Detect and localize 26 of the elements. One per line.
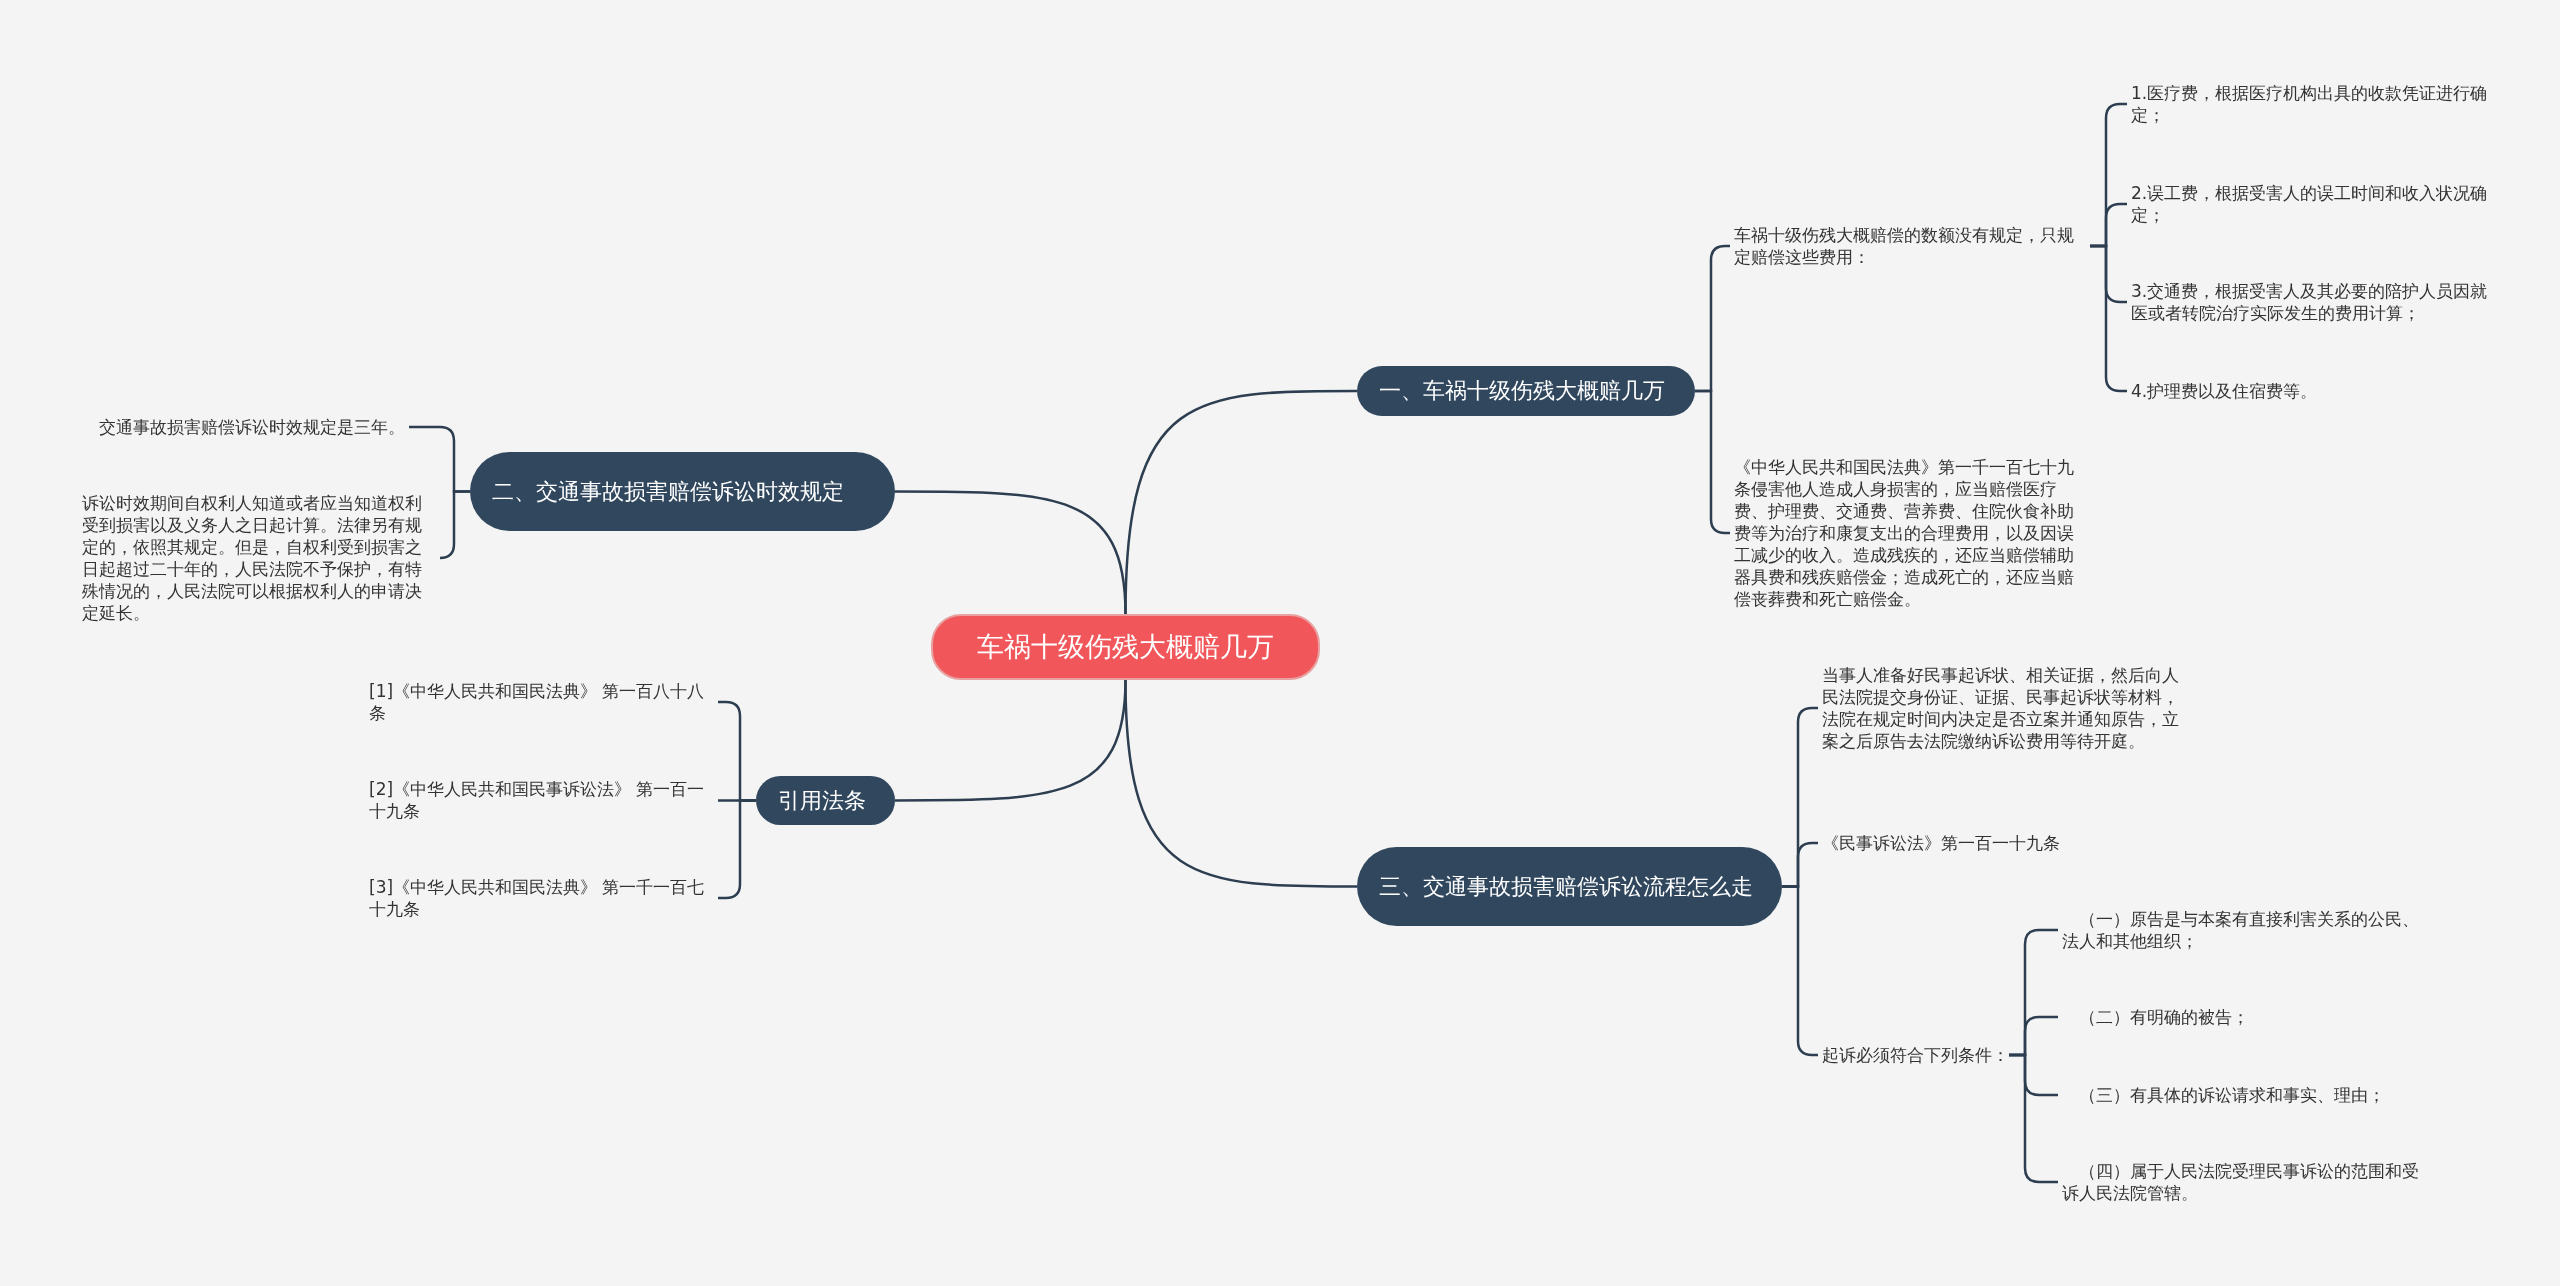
- topic-text: （一）原告是与本案有直接利害关系的公民、法人和其他组织；: [2062, 908, 2432, 952]
- topic-box: 引用法条: [756, 776, 895, 825]
- topic-text: [2]《中华人民共和国民事诉讼法》 第一百一十九条: [369, 778, 714, 822]
- topic-text: 诉讼时效期间自权利人知道或者应当知道权利受到损害以及义务人之日起计算。法律另有规定的，依照其规定。但是，自权利受到损害之日起超过二十年的，人民法院不予保护，有特殊情况的，人民法院可以根据权利人的申请决定延长。: [82, 492, 438, 624]
- topic-text: 起诉必须符合下列条件：: [1822, 1044, 2009, 1066]
- topic-text: [3]《中华人民共和国民法典》 第一千一百七十九条: [369, 876, 714, 920]
- topic-box: 一、车祸十级伤残大概赔几万: [1357, 366, 1695, 416]
- connector-line: [895, 490, 1127, 615]
- connector-line: [1124, 679, 1357, 888]
- topic-box: 二、交通事故损害赔偿诉讼时效规定: [470, 452, 895, 531]
- connector-line: [438, 490, 470, 560]
- topic-text: 车祸十级伤残大概赔偿的数额没有规定，只规定赔偿这些费用：: [1734, 224, 2090, 268]
- topic-text: 《中华人民共和国民法典》第一千一百七十九条侵害他人造成人身损害的，应当赔偿医疗费、护理费、交通费、营养费、住院伙食补助费等为治疗和康复支出的合理费用，以及因误工减少的收入。造成残疾的，还应当赔偿辅助器具费和残疾赔偿金；造成死亡的，还应当赔偿丧葬费和死亡赔偿金。: [1734, 456, 2090, 610]
- topic-text: （四）属于人民法院受理民事诉讼的范围和受诉人民法院管辖。: [2062, 1160, 2432, 1204]
- topic-text: 交通事故损害赔偿诉讼时效规定是三年。: [82, 416, 405, 438]
- topic-text: 4.护理费以及住宿费等。: [2131, 380, 2318, 402]
- topic-box: 三、交通事故损害赔偿诉讼流程怎么走: [1357, 847, 1782, 926]
- topic-text: 3.交通费，根据受害人及其必要的陪护人员因就医或者转院治疗实际发生的费用计算；: [2131, 280, 2491, 324]
- topic-text: 1.医疗费，根据医疗机构出具的收款凭证进行确定；: [2131, 82, 2491, 126]
- topic-text: （二）有明确的被告；: [2062, 1006, 2249, 1028]
- topic-text: [1]《中华人民共和国民法典》 第一百八十八条: [369, 680, 714, 724]
- topic-text: 《民事诉讼法》第一百一十九条: [1822, 832, 2060, 854]
- topic-text: 2.误工费，根据受害人的误工时间和收入状况确定；: [2131, 182, 2491, 226]
- central-topic: 车祸十级伤残大概赔几万: [931, 614, 1320, 680]
- topic-text: （三）有具体的诉讼请求和事实、理由；: [2062, 1084, 2385, 1106]
- topic-text: 当事人准备好民事起诉状、相关证据，然后向人民法院提交身份证、证据、民事起诉状等材料，法院在规定时间内决定是否立案并通知原告，立案之后原告去法院缴纳诉讼费用等待开庭。: [1822, 664, 2180, 752]
